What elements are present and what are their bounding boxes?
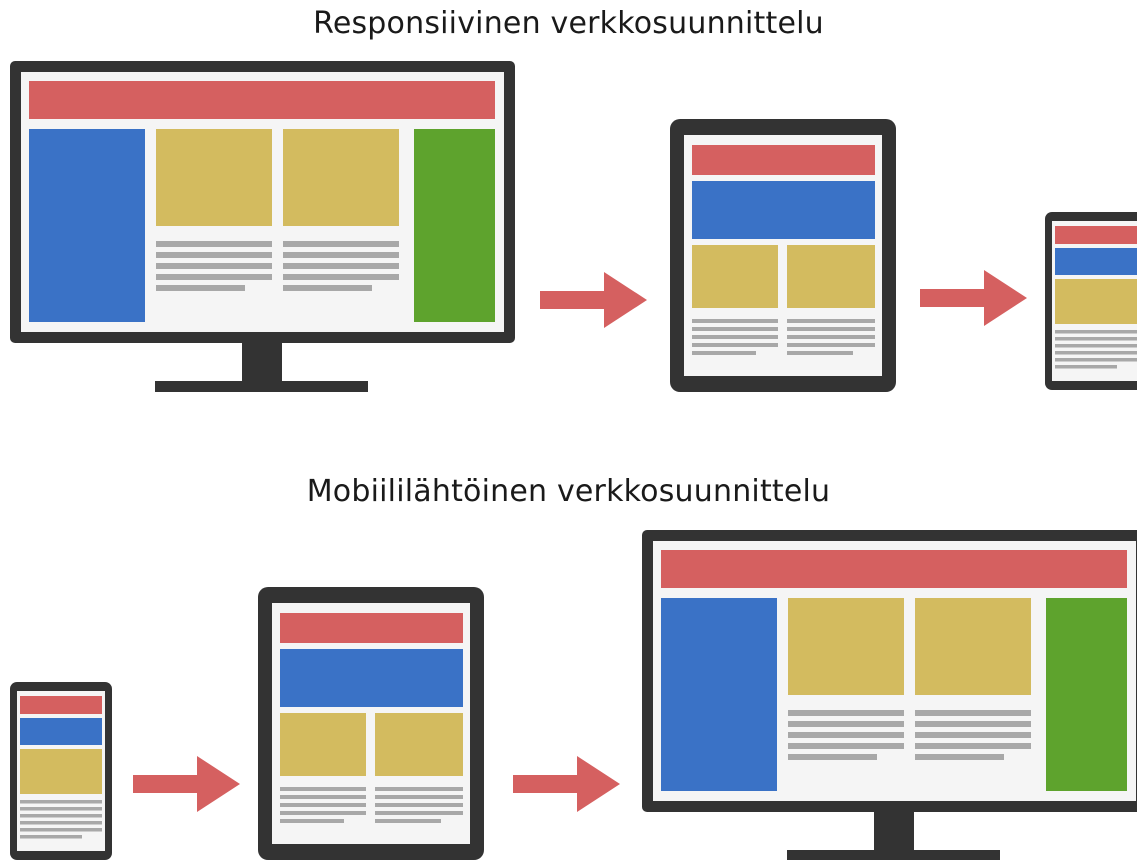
sidebar-block xyxy=(414,129,495,322)
text-line xyxy=(156,285,245,291)
image-block xyxy=(1055,279,1137,324)
text-line xyxy=(283,252,399,258)
arrow-shape xyxy=(133,756,240,812)
text-line xyxy=(692,335,778,339)
text-line xyxy=(375,795,463,799)
image-block xyxy=(787,245,875,308)
image-block xyxy=(283,129,399,226)
text-line xyxy=(280,803,366,807)
phone-device-cropped xyxy=(1045,212,1137,390)
text-line xyxy=(20,835,82,839)
text-line xyxy=(692,343,778,347)
sidebar-block xyxy=(29,129,145,322)
text-line xyxy=(280,819,344,823)
text-line xyxy=(788,754,877,760)
text-line xyxy=(1055,344,1137,348)
text-line xyxy=(915,732,1031,738)
monitor-neck xyxy=(242,343,282,383)
arrow-right xyxy=(540,272,647,328)
header-block xyxy=(661,550,1127,588)
image-block xyxy=(915,598,1031,695)
monitor-neck xyxy=(874,812,914,852)
text-line xyxy=(20,807,102,811)
image-block xyxy=(20,749,102,794)
text-line xyxy=(915,743,1031,749)
text-line xyxy=(915,710,1031,716)
text-line xyxy=(375,819,441,823)
text-line xyxy=(915,754,1004,760)
arrow-shape xyxy=(920,270,1027,326)
image-block xyxy=(788,598,904,695)
image-block xyxy=(375,713,463,776)
sidebar-block xyxy=(1046,598,1127,791)
desktop-device-cropped xyxy=(642,530,1137,860)
text-line xyxy=(20,828,102,832)
text-line xyxy=(788,721,904,727)
header-block xyxy=(20,696,102,714)
arrow-right xyxy=(920,270,1027,326)
text-line xyxy=(375,787,463,791)
text-line xyxy=(283,274,399,280)
mobile-first-design-title: Mobiililähtöinen verkkosuunnittelu xyxy=(306,474,831,509)
banner-block xyxy=(20,718,102,745)
text-line xyxy=(1055,351,1137,355)
banner-block xyxy=(280,649,463,707)
banner-block xyxy=(1055,248,1137,275)
text-line xyxy=(156,274,272,280)
text-line xyxy=(1055,337,1137,341)
desktop-device xyxy=(10,61,515,392)
header-block xyxy=(280,613,463,643)
text-line xyxy=(1055,358,1137,362)
text-line xyxy=(156,252,272,258)
text-line xyxy=(787,335,875,339)
arrow-shape xyxy=(513,756,620,812)
text-line xyxy=(788,732,904,738)
image-block xyxy=(692,245,778,308)
arrow-right xyxy=(133,756,240,812)
text-line xyxy=(156,263,272,269)
text-line xyxy=(788,710,904,716)
banner-block xyxy=(692,181,875,239)
text-line xyxy=(283,241,399,247)
header-block xyxy=(692,145,875,175)
text-line xyxy=(692,319,778,323)
text-line xyxy=(1055,365,1117,369)
text-line xyxy=(283,263,399,269)
responsive-design-title: Responsiivinen verkkosuunnittelu xyxy=(313,6,824,41)
text-line xyxy=(692,327,778,331)
header-block xyxy=(29,81,495,119)
text-line xyxy=(788,743,904,749)
arrow-shape xyxy=(540,272,647,328)
monitor-base xyxy=(155,381,368,392)
text-line xyxy=(787,351,853,355)
text-line xyxy=(20,814,102,818)
text-line xyxy=(375,803,463,807)
tablet-device xyxy=(258,587,484,860)
text-line xyxy=(280,787,366,791)
text-line xyxy=(156,241,272,247)
text-line xyxy=(915,721,1031,727)
header-block xyxy=(1055,226,1137,244)
text-line xyxy=(20,800,102,804)
text-line xyxy=(20,821,102,825)
image-block xyxy=(280,713,366,776)
text-line xyxy=(375,811,463,815)
text-line xyxy=(280,811,366,815)
text-line xyxy=(787,343,875,347)
text-line xyxy=(787,327,875,331)
tablet-device xyxy=(670,119,896,392)
text-line xyxy=(787,319,875,323)
text-line xyxy=(692,351,756,355)
phone-device xyxy=(10,682,112,860)
text-line xyxy=(1055,330,1137,334)
image-block xyxy=(156,129,272,226)
text-line xyxy=(280,795,366,799)
text-line xyxy=(283,285,372,291)
monitor-base xyxy=(787,850,1000,860)
sidebar-block xyxy=(661,598,777,791)
arrow-right xyxy=(513,756,620,812)
